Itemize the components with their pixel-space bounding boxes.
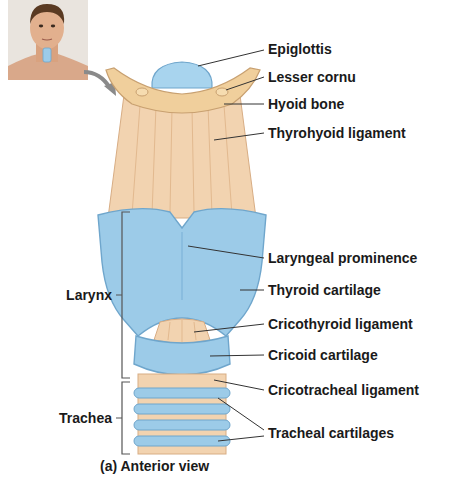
lesser-cornu [216,88,228,96]
eye [39,25,43,28]
leader-line [210,355,264,356]
leader-line [214,133,264,140]
figure-caption: (a) Anterior view [100,458,209,474]
part-label: Lesser cornu [268,69,356,85]
tracheal-ring [134,404,230,414]
part-label: Cricoid cartilage [268,347,378,363]
part-label: Laryngeal prominence [268,250,417,266]
leader-line [224,104,264,105]
leader-line [214,380,264,390]
lesser-cornu [136,88,148,96]
leader-line [218,436,264,441]
inset-larynx [43,48,51,62]
hair [30,4,64,24]
epiglottis [152,62,212,88]
leader-line [198,50,264,66]
leader-line [194,324,264,332]
part-label: Trachea [59,410,112,426]
leader-line [226,77,264,90]
tracheal-ring [134,436,230,446]
eye [51,25,55,28]
ligament-fibres [168,320,196,342]
leader-line [218,398,264,430]
trachea-bracket [116,382,130,454]
part-label: Thyroid cartilage [268,282,381,298]
part-label: Cricotracheal ligament [268,382,419,398]
tracheal-ring [134,420,230,430]
thyroid-cartilage [98,209,266,336]
leader-line [188,246,264,258]
part-label: Epiglottis [268,41,332,57]
larynx-bracket [116,212,130,378]
part-label: Tracheal cartilages [268,425,394,441]
mouth [42,39,52,40]
part-label: Thyrohyoid ligament [268,125,406,141]
thyroid-midline [181,232,183,300]
head-inset [8,0,88,80]
leader-line [240,290,264,291]
part-label: Cricothyroid ligament [268,316,413,332]
leader-lines [188,50,264,441]
membrane-fibres [132,105,232,215]
part-label: Hyoid bone [268,96,344,112]
tracheal-ring [134,388,230,398]
part-label: Larynx [66,287,112,303]
hyoid-bone [106,68,260,113]
inset-ground [8,0,88,80]
